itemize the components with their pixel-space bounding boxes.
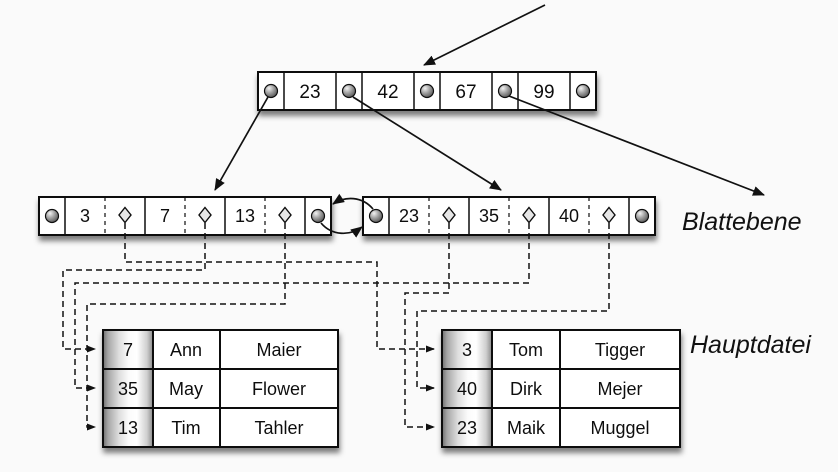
main-file-table-left: 7 Ann Maier 35 May Flower 13 Tim Tahler [102,329,339,448]
table-cell-key: 13 [118,418,138,438]
record-diamond-icon [118,206,132,224]
query-entry-arrow [423,4,546,66]
leaf-link-double-arrow-icon [320,193,374,238]
record-pointer-line-key40 [416,223,610,392]
leaf-key: 7 [160,206,170,226]
record-diamond-icon [602,206,616,224]
root-to-left-leaf-arrow [214,96,269,191]
table-cell-lastname: Flower [252,379,306,399]
table-cell-lastname: Tigger [595,340,645,360]
leaf-node-right: 23 35 40 [362,196,656,236]
table-cell-key: 40 [457,379,477,399]
leaf-node-left: 3 7 13 [38,196,332,236]
root-key: 67 [455,82,476,103]
root-key: 42 [377,82,398,103]
table-cell-firstname: Dirk [510,379,543,399]
table-cell-firstname: May [169,379,203,399]
root-key: 99 [533,82,554,103]
record-diamond-icon [522,206,536,224]
table-cell-lastname: Maier [256,340,301,360]
leaf-key: 35 [479,206,499,226]
pointer-ball-icon [575,83,591,99]
record-pointer-line-key3 [124,223,435,353]
leaf-key: 3 [80,206,90,226]
root-node: 23 42 67 99 [257,71,597,111]
pointer-ball-icon [44,208,60,224]
table-cell-lastname: Muggel [590,418,649,438]
table-cell-key: 3 [462,340,472,360]
table-cell-lastname: Mejer [597,379,642,399]
table-cell-key: 23 [457,418,477,438]
key-column [102,329,154,448]
record-diamond-icon [198,206,212,224]
leaf-key: 40 [559,206,579,226]
record-diamond-icon [442,206,456,224]
pointer-ball-icon [310,208,326,224]
table-cell-firstname: Tim [171,418,200,438]
root-to-right-leaf-arrow [352,96,502,191]
table-cell-firstname: Tom [509,340,543,360]
leaf-key: 13 [235,206,255,226]
record-pointer-line-key23 [404,223,450,431]
key-column [441,329,493,448]
table-cell-key: 35 [118,379,138,399]
record-diamond-icon [278,206,292,224]
table-cell-firstname: Ann [170,340,202,360]
main-file-label: Hauptdatei [690,331,812,359]
table-cell-firstname: Maik [507,418,546,438]
pointer-ball-icon [341,83,357,99]
root-to-offscreen-leaf-arrow [508,95,765,196]
leaf-level-label: Blattebene [682,208,802,236]
leaf-key: 23 [399,206,419,226]
pointer-ball-icon [634,208,650,224]
record-pointer-line-key7 [62,223,206,353]
record-pointer-line-key35 [74,223,530,392]
table-cell-lastname: Tahler [254,418,303,438]
pointer-ball-icon [368,208,384,224]
main-file-table-right: 3 Tom Tigger 40 Dirk Mejer 23 Maik Mugge… [441,329,681,448]
record-pointer-line-key13 [86,223,286,431]
pointer-ball-icon [263,83,279,99]
root-key: 23 [299,82,320,103]
pointer-ball-icon [419,83,435,99]
table-cell-key: 7 [123,340,133,360]
pointer-ball-icon [497,83,513,99]
